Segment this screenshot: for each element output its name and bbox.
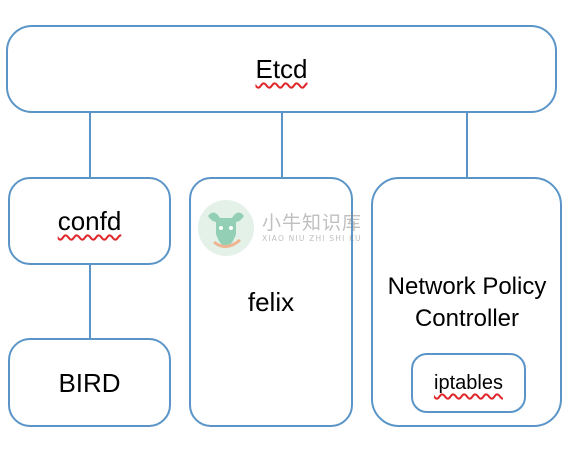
felix-node: felix	[189, 177, 353, 427]
connector-confd-bird	[89, 265, 91, 338]
network-policy-controller-node: Network Policy Controller iptables	[371, 177, 562, 427]
confd-node: confd	[8, 177, 171, 265]
connector-etcd-npc	[466, 113, 468, 177]
etcd-label: Etcd	[255, 54, 308, 84]
bird-node: BIRD	[8, 338, 171, 427]
etcd-node: Etcd	[6, 25, 557, 113]
felix-label: felix	[247, 287, 295, 317]
confd-label: confd	[57, 206, 122, 236]
iptables-label: iptables	[434, 372, 503, 394]
bird-label: BIRD	[58, 367, 121, 398]
network-policy-controller-label: Network Policy Controller	[387, 273, 547, 332]
iptables-node: iptables	[411, 353, 526, 413]
connector-etcd-felix	[281, 113, 283, 177]
connector-etcd-confd	[89, 113, 91, 177]
